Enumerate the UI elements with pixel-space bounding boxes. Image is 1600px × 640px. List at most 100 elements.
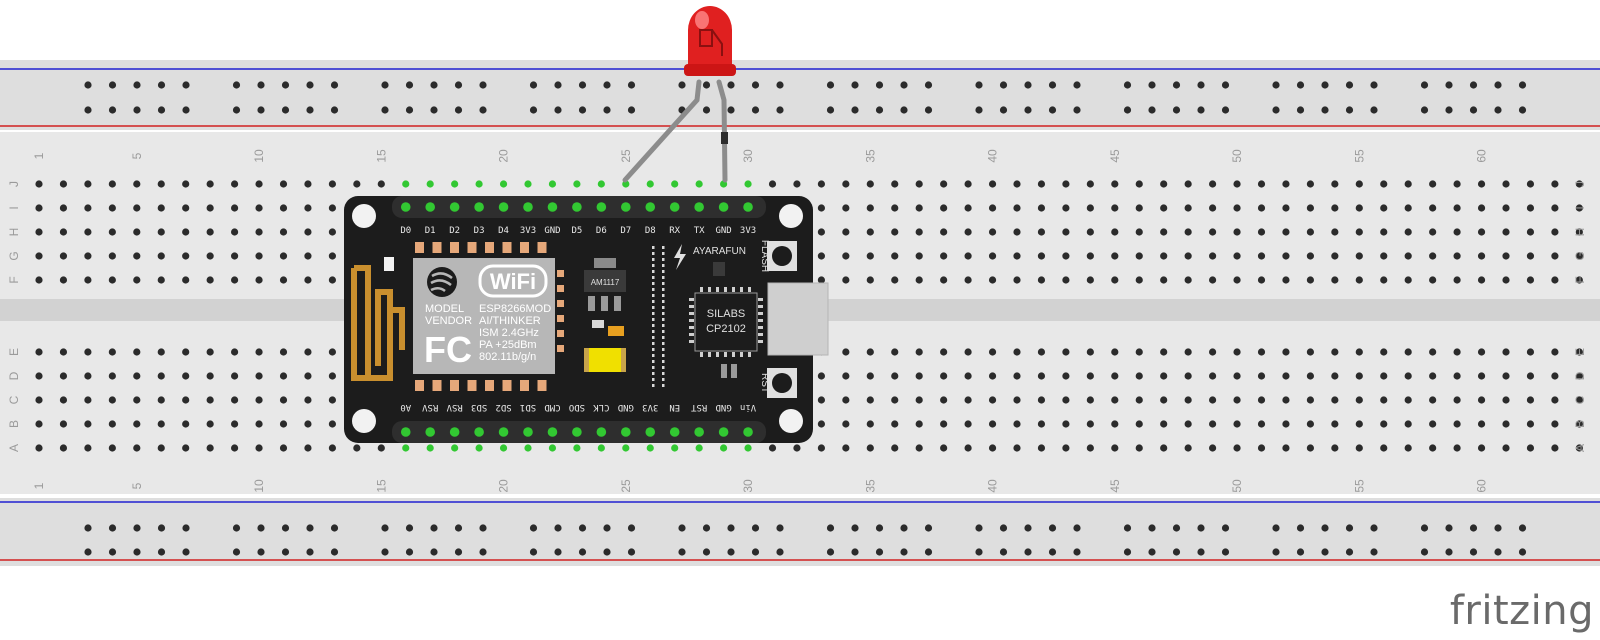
breadboard-hole [304,420,312,428]
rail-hole [554,548,562,556]
trace-dot [662,336,665,339]
breadboard-hole [1037,252,1046,260]
breadboard-hole [1575,420,1583,428]
breadboard-hole [1209,204,1217,212]
chip-pin [758,305,763,308]
breadboard-hole [1160,348,1168,356]
rail-hole [1370,81,1378,89]
chip-pin [708,352,711,357]
wifi-pad [502,380,512,391]
rail-hole [84,548,92,556]
rail-hole [1024,548,1032,556]
model-value: ESP8266MOD [479,303,551,315]
active-hole [426,180,434,188]
led-dome [688,6,732,68]
breadboard-hole [231,228,239,236]
breadboard-hole [1184,444,1192,452]
breadboard-hole [35,228,43,236]
breadboard-hole [915,228,923,236]
rail-hole [999,548,1008,556]
led-cathode-mark [721,132,728,144]
breadboard-hole [1209,396,1217,404]
trace-dot [652,330,655,333]
header-pin [621,202,631,212]
chip-pin [758,333,763,336]
breadboard-hole [133,372,141,380]
breadboard-hole [915,276,923,284]
breadboard-hole [817,372,826,380]
breadboard-hole [964,276,972,284]
breadboard-hole [1551,204,1559,212]
rail-hole [529,106,538,114]
wifi-pads-top [415,242,547,253]
reset-button[interactable] [772,373,792,393]
rail-hole [1296,524,1305,532]
trace-dot [652,258,655,261]
chip-pin [758,340,763,343]
breadboard-hole [1282,396,1290,404]
breadboard-hole [940,276,948,284]
breadboard-hole [108,420,116,428]
header-pin [547,202,558,212]
row-letter: H [7,228,21,237]
breadboard-hole [206,444,214,452]
header-pin [596,427,607,437]
espressif-logo-mark [430,272,453,293]
column-number: 5 [130,482,144,489]
breadboard-hole [59,276,68,284]
chip-pin [748,352,751,357]
rail-hole [702,81,711,89]
chip-pin [689,298,694,301]
breadboard-hole [328,204,336,212]
breadboard-hole [891,348,899,356]
breadboard-hole [1331,396,1339,404]
flash-button[interactable] [772,246,792,266]
breadboard-hole [1086,444,1094,452]
breadboard-hole [1086,276,1094,284]
smd-capacitor-large-end-left [584,348,589,372]
breadboard-hole [1184,348,1192,356]
module-board [344,196,813,443]
breadboard-hole [1184,396,1192,404]
active-hole [744,180,752,188]
breadboard-hole [328,348,336,356]
pin-label: 3V3 [740,226,756,236]
rail-hole [405,524,414,532]
breadboard-hole [891,180,899,188]
breadboard-hole [279,252,288,260]
breadboard-hole [1575,372,1583,380]
breadboard-hole [157,372,165,380]
breadboard-hole [108,372,116,380]
breadboard-hole [1111,180,1119,188]
rail-hole [84,81,92,89]
rail-hole [1445,81,1453,89]
freq-value: ISM 2.4GHz [479,327,539,339]
breadboard-hole [1502,372,1510,380]
breadboard-hole [279,444,288,452]
breadboard-hole [182,180,190,188]
active-hole [524,180,532,188]
standard-value: 802.11b/g/n [479,351,536,363]
wifi-pad [450,242,459,253]
breadboard-hole [1331,372,1339,380]
breadboard-hole [1282,180,1290,188]
top-rail-holes [84,81,1527,114]
breadboard-hole [1086,372,1094,380]
trace-dot [652,378,655,381]
breadboard-hole [1331,348,1339,356]
breadboard-hole [1013,420,1021,428]
breadboard-hole [1502,276,1510,284]
breadboard-hole [1526,228,1535,236]
breadboard-hole [1429,444,1437,452]
pin-label: SD2 [495,402,511,412]
chip-pin [740,352,743,357]
breadboard-hole [182,444,190,452]
header-pin [572,427,582,437]
rail-hole [108,81,117,89]
pcb-antenna [351,265,405,381]
breadboard-hole [1355,372,1363,380]
rail-hole [1148,81,1156,89]
breadboard-hole [1086,420,1094,428]
breadboard-hole [84,396,92,404]
wifi-pad [557,330,564,337]
